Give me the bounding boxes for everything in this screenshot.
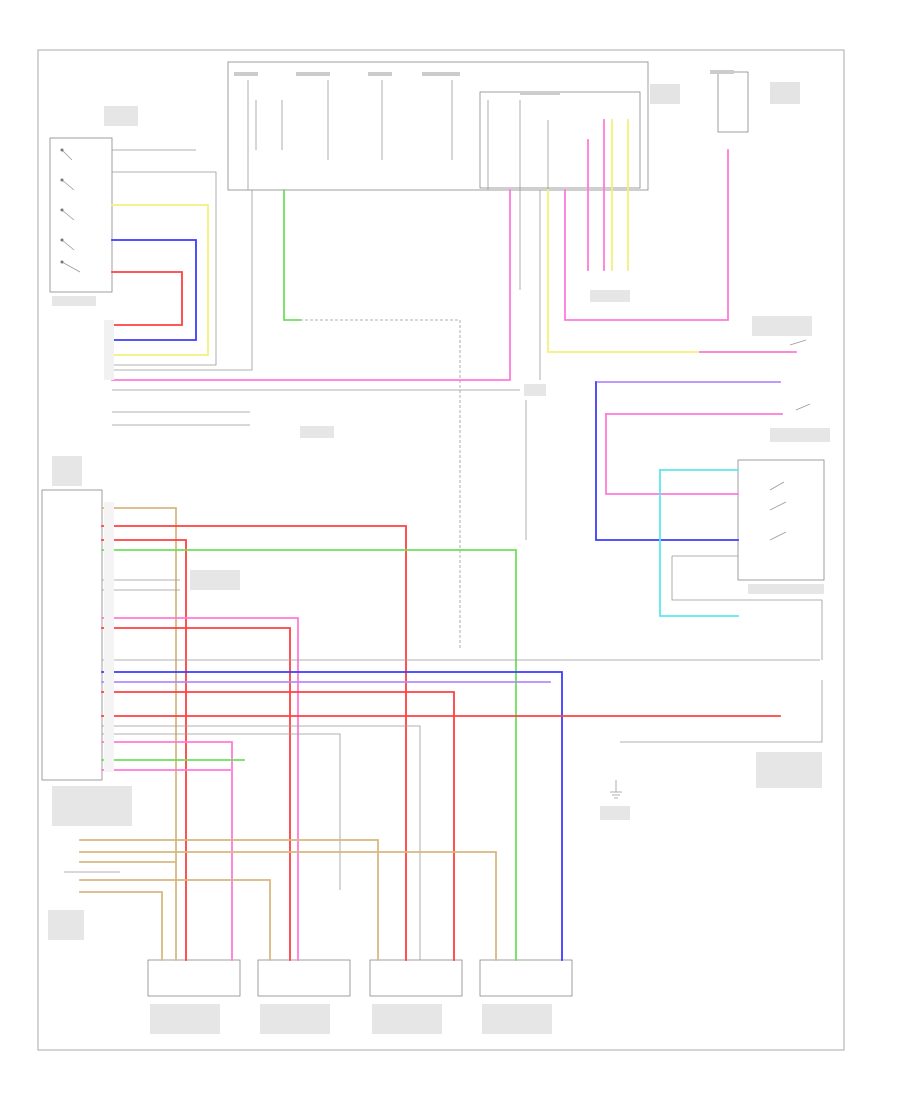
motor-unit-2 — [257, 959, 351, 997]
relay-box-right — [717, 71, 749, 133]
fuse-leads — [247, 80, 549, 190]
switch-contacts — [60, 148, 81, 273]
lower-bundle-wires — [64, 839, 497, 961]
right-seat-switch — [737, 459, 825, 581]
junction-connector-block — [479, 91, 641, 189]
motor-unit-4 — [479, 959, 573, 997]
seat-ecu — [41, 489, 103, 781]
motor-unit-3 — [369, 959, 463, 997]
ground-symbol — [610, 780, 622, 799]
wire-right-return — [620, 680, 823, 743]
wire-gray-fuse — [112, 190, 253, 371]
right-region-wires — [595, 351, 823, 660]
switch-output-wires — [111, 149, 217, 366]
ecu-pin-marks — [104, 320, 114, 772]
right-switch-contacts — [769, 339, 811, 541]
wire-dashed-ground — [300, 319, 461, 650]
front-seat-switch — [49, 137, 113, 293]
diagram-frame — [37, 49, 845, 1051]
component-labels — [48, 106, 830, 1034]
wire-gray-stubs — [112, 411, 250, 426]
ecu-output-wires — [101, 507, 820, 961]
junction-pink-wires — [111, 119, 729, 381]
wire-green-fuse — [283, 189, 301, 321]
motor-unit-1 — [147, 959, 241, 997]
fuse-labels — [234, 70, 800, 104]
